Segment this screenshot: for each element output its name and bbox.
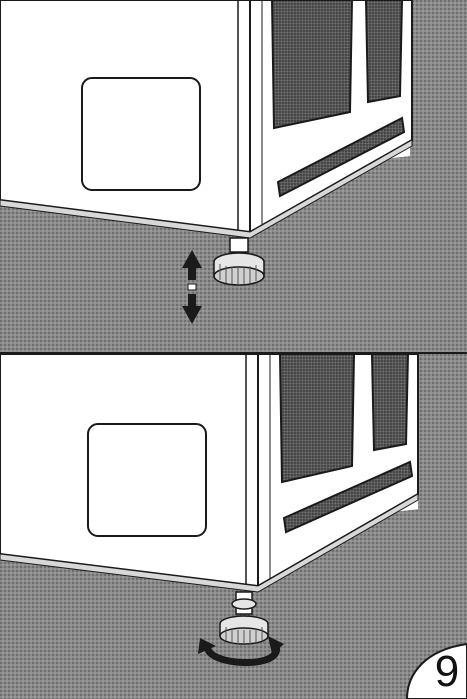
side-window-left (278, 354, 356, 484)
panel-adjust-height (0, 0, 467, 354)
step-number: 9 (434, 647, 460, 696)
leveling-foot (213, 237, 265, 286)
back-wall (418, 354, 467, 544)
side-window-left (270, 0, 354, 130)
up-down-arrow-icon (182, 250, 202, 324)
front-access-panel (81, 77, 201, 191)
side-window-right (364, 0, 404, 104)
panel-lock-nut (0, 354, 467, 699)
back-wall (410, 0, 467, 190)
side-vent-slot (282, 460, 414, 534)
front-access-panel (87, 423, 207, 537)
leveling-foot (219, 591, 269, 645)
side-vent-slot (276, 116, 406, 198)
rotate-arrow-icon (198, 636, 284, 666)
side-window-right (370, 354, 410, 452)
